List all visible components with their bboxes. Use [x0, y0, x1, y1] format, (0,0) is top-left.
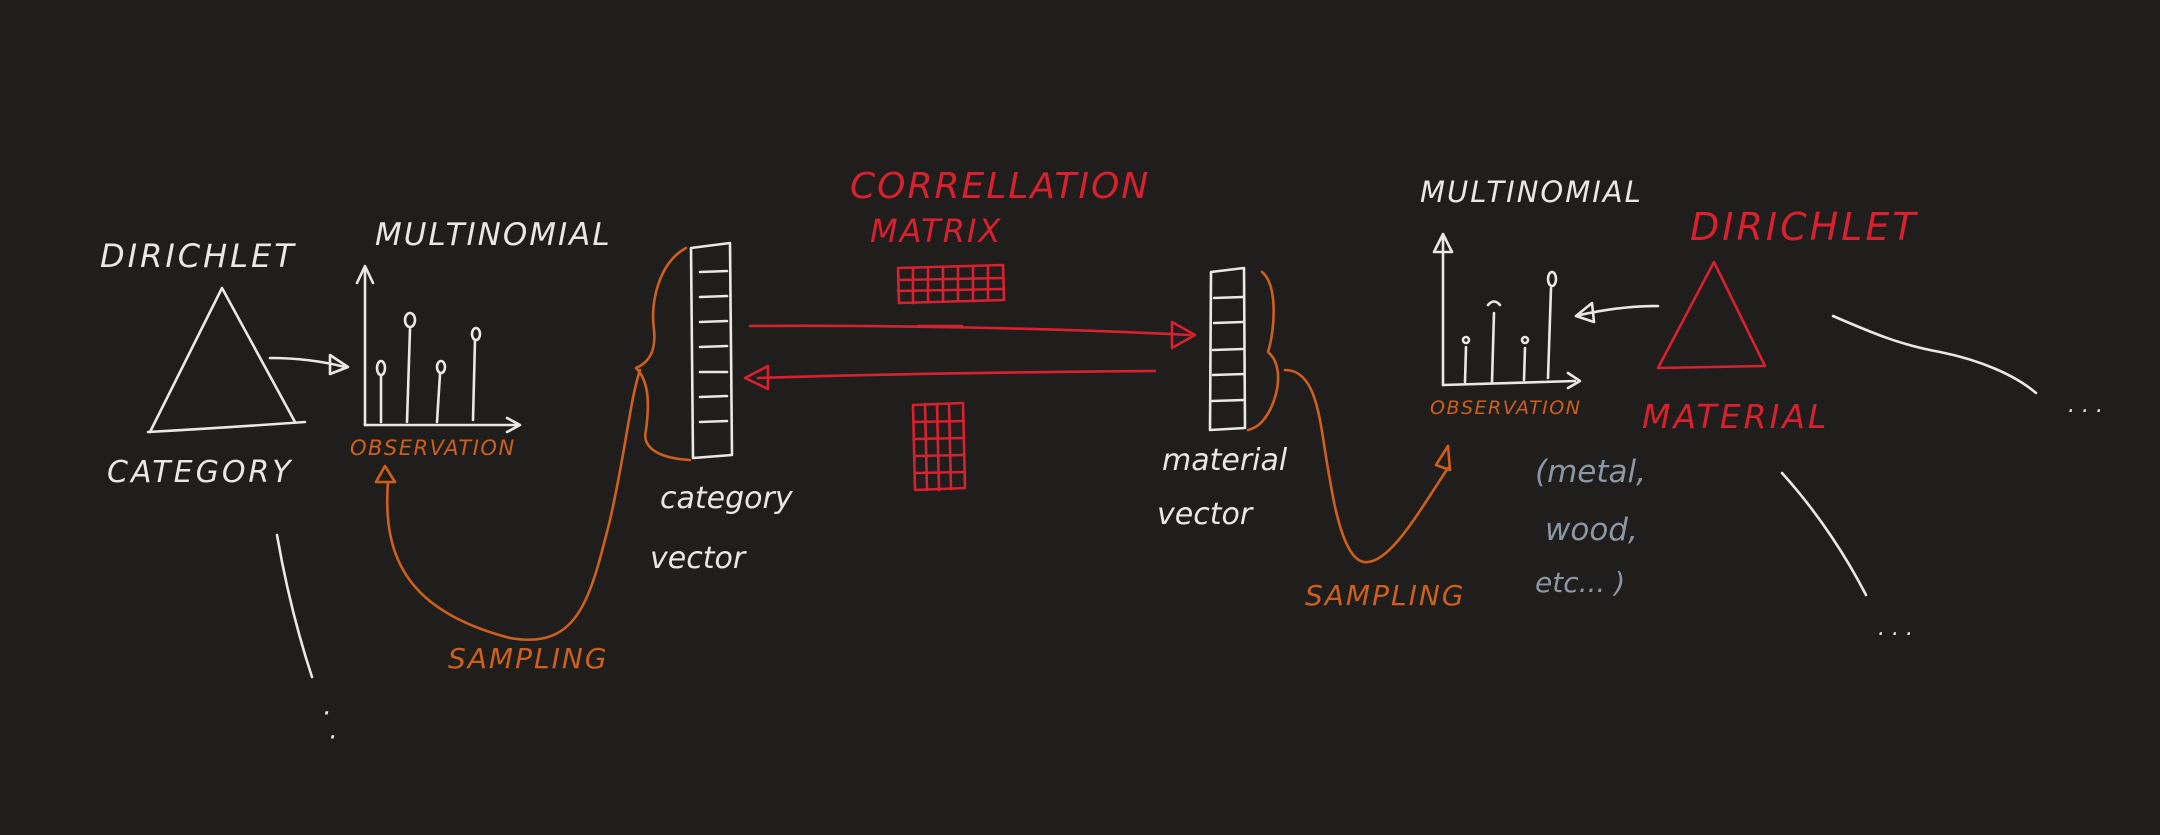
category-vector-word2: vector — [650, 541, 747, 576]
right-tail-line-1 — [1831, 314, 2038, 395]
left-tail-ellipsis-2: · — [328, 723, 336, 753]
material-vector-group: material vector — [1157, 266, 1288, 532]
right-observation-label: OBSERVATION — [1430, 397, 1581, 419]
arrow-to-category — [756, 369, 1157, 380]
arrow-to-material — [748, 324, 1192, 337]
wide-matrix-cols — [911, 264, 990, 305]
right-sampling-group: SAMPLING — [1283, 368, 1465, 612]
right-dirichlet-group: DIRICHLET MATERIAL (metal, wood, etc... … — [1535, 205, 1919, 599]
right-arrow-head — [1574, 301, 1596, 324]
right-stem-3 — [1522, 346, 1527, 382]
right-sampling-arrowhead — [1434, 444, 1452, 472]
left-sampling-group: SAMPLING — [385, 246, 692, 675]
wide-matrix-rows — [896, 276, 1006, 293]
left-stem-3 — [435, 372, 442, 424]
right-multinomial-label: MULTINOMIAL — [1420, 175, 1643, 209]
right-sampling-label: SAMPLING — [1305, 579, 1465, 612]
right-y-arrow — [1432, 232, 1454, 254]
right-stem-head-1 — [1461, 335, 1471, 345]
category-vector-row — [698, 419, 729, 424]
left-stem-head-4 — [470, 326, 482, 342]
left-x-arrow — [505, 416, 522, 434]
left-stem-head-1 — [375, 359, 387, 377]
material-label: MATERIAL — [1642, 397, 1829, 436]
material-vector-rows — [1210, 295, 1246, 403]
left-arrow-to-multinomial — [268, 356, 347, 369]
left-dirichlet-triangle — [148, 286, 297, 434]
tall-matrix — [911, 401, 967, 492]
left-sampling-curve — [385, 368, 642, 641]
left-dirichlet-label: DIRICHLET — [100, 237, 297, 275]
right-multinomial-group: MULTINOMIAL OBSERVATION — [1420, 175, 1660, 419]
right-dirichlet-label: DIRICHLET — [1690, 205, 1919, 249]
left-observation-label: OBSERVATION — [350, 436, 516, 460]
material-example-1: (metal, — [1535, 454, 1646, 490]
right-stem-2 — [1490, 311, 1496, 384]
left-observation-arrowhead — [374, 464, 397, 484]
correlation-label: CORRELLATION — [850, 166, 1150, 207]
material-example-2: wood, — [1545, 512, 1638, 548]
right-tail-line-2 — [1780, 471, 1868, 597]
left-vector-brace — [634, 246, 692, 462]
tall-matrix-cols — [923, 402, 953, 492]
left-stem-2 — [405, 327, 412, 424]
left-triangle-base — [146, 420, 307, 434]
category-vector-row — [698, 319, 729, 324]
right-x-arrow — [1566, 371, 1582, 390]
material-vector-word2: vector — [1157, 497, 1254, 532]
left-stem-head-3 — [435, 359, 447, 375]
material-vector-brace — [1246, 270, 1280, 432]
left-stem-head-2 — [403, 311, 417, 329]
arrow-to-category-head — [743, 364, 770, 391]
right-dirichlet-triangle — [1656, 260, 1767, 370]
left-stem-4 — [471, 338, 477, 422]
category-vector-row — [698, 269, 729, 274]
left-tail-ellipsis: · — [322, 699, 330, 729]
category-vector-group: category vector — [650, 241, 794, 576]
left-y-arrow — [355, 264, 375, 285]
right-stem-4 — [1546, 286, 1553, 380]
left-multinomial-label: MULTINOMIAL — [375, 217, 612, 253]
material-vector-box — [1208, 266, 1247, 432]
correlation-group: CORRELLATION MATRIX — [743, 166, 1197, 492]
right-x-axis — [1441, 379, 1577, 387]
category-vector-box — [689, 241, 734, 460]
left-sampling-label: SAMPLING — [448, 642, 608, 675]
right-stem-head-4 — [1546, 270, 1558, 288]
matrix-label: MATRIX — [870, 212, 1002, 250]
left-tail-line — [275, 533, 314, 679]
category-vector-row — [698, 344, 729, 349]
material-vector-word1: material — [1162, 443, 1288, 478]
right-stem-head-3 — [1520, 335, 1530, 345]
category-vector-row — [698, 294, 729, 299]
category-vector-row — [698, 394, 729, 399]
right-sampling-curve — [1283, 368, 1450, 564]
category-vector-word1: category — [660, 481, 794, 516]
left-dirichlet-group: DIRICHLET CATEGORY · · — [100, 237, 350, 753]
right-stem-1 — [1463, 345, 1468, 384]
right-tails-group: . . . . . . — [1780, 314, 2103, 641]
arrow-to-material-head — [1170, 320, 1197, 350]
right-tail-ellipsis-1: . . . — [2068, 393, 2103, 418]
right-arrow-from-dirichlet — [1578, 304, 1660, 317]
left-category-label: CATEGORY — [107, 455, 294, 490]
left-arrow-head — [328, 353, 350, 376]
right-stem-head-2 — [1486, 300, 1502, 307]
left-multinomial-group: MULTINOMIAL OBSERVATION — [350, 217, 612, 484]
material-example-3: etc... ) — [1535, 566, 1625, 599]
right-tail-ellipsis-2: . . . — [1878, 616, 1913, 641]
